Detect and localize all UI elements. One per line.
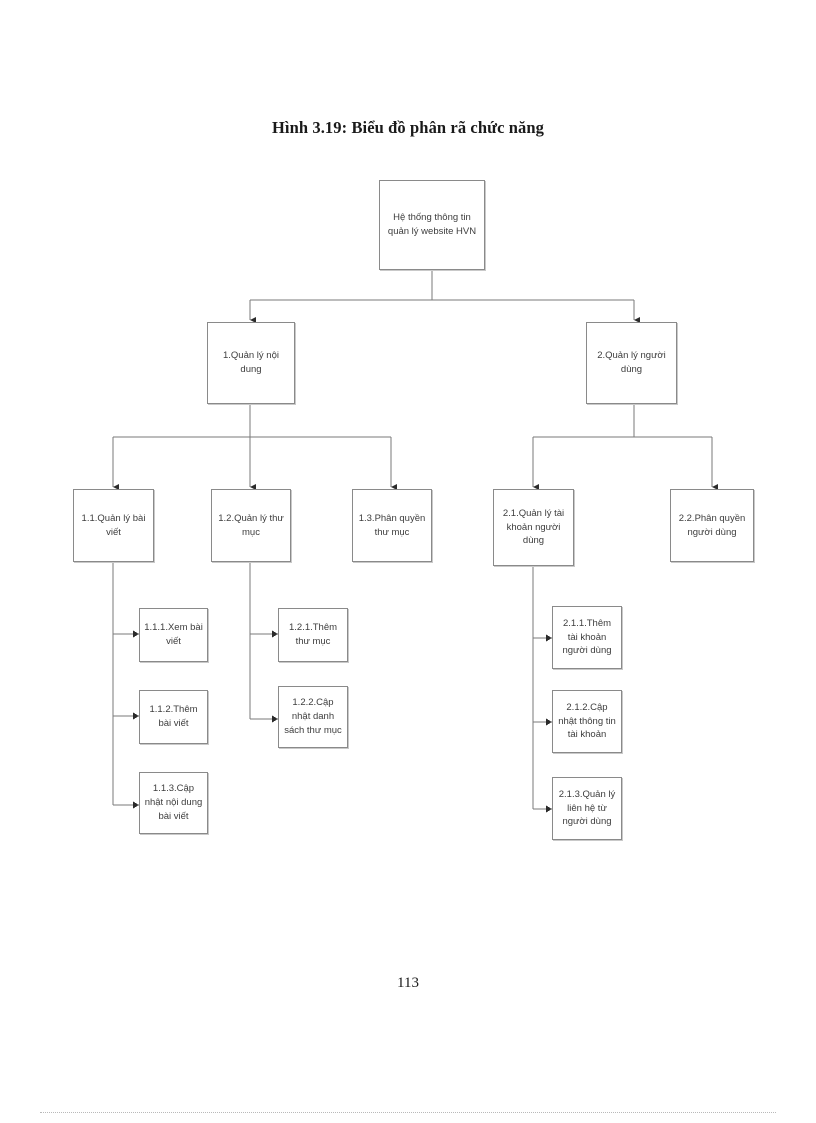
node-1-1-3-cap-nhat-noi-dung-bai-viet[interactable]: 1.1.3.Cập nhật nội dung bài viết [139,772,208,834]
node-2-1-3-label: 2.1.3.Quản lý liên hệ từ người dùng [558,788,616,828]
node-1-3-label: 1.3.Phân quyền thư mục [358,512,426,538]
node-1-label: 1.Quản lý nội dung [223,350,279,375]
node-2-1-2-cap-nhat-thong-tin-tai-khoan[interactable]: 2.1.2.Cập nhật thông tin tài khoản [552,690,622,753]
figure-title: Hình 3.19: Biểu đồ phân rã chức năng [271,118,545,137]
page-number: 113 [397,975,419,991]
node-1-2-label: 1.2.Quản lý thư mục [218,512,284,538]
node-1-1-2-them-bai-viet[interactable]: 1.1.2.Thêm bài viết [139,690,208,744]
node-2-1-quan-ly-tai-khoan-nguoi-dung[interactable]: 2.1.Quản lý tài khoản người dùng [493,489,574,566]
node-2-1-1-label: 2.1.1.Thêm tài khoản người dùng [562,617,612,657]
node-root[interactable]: Hệ thống thông tin quản lý website HVN [379,180,485,270]
node-1-1-2-label: 1.1.2.Thêm bài viết [149,704,198,729]
node-root-label: Hệ thống thông tin quản lý website HVN [387,212,477,237]
node-2-1-1-them-tai-khoan-nguoi-dung[interactable]: 2.1.1.Thêm tài khoản người dùng [552,606,622,669]
node-2-2-label: 2.2.Phân quyền người dùng [678,512,746,538]
node-2-1-3-quan-ly-lien-he-tu-nguoi-dung[interactable]: 2.1.3.Quản lý liên hệ từ người dùng [552,777,622,840]
node-1-1-1-label: 1.1.1.Xem bài viết [144,622,203,647]
node-1-quan-ly-noi-dung[interactable]: 1.Quản lý nội dung [207,322,295,404]
node-1-2-2-label: 1.2.2.Cập nhật danh sách thư mục [284,697,342,736]
node-2-1-2-label: 2.1.2.Cập nhật thông tin tài khoản [558,701,616,741]
node-1-1-label: 1.1.Quản lý bài viết [81,512,146,538]
node-1-1-1-xem-bai-viet[interactable]: 1.1.1.Xem bài viết [139,608,208,662]
node-1-1-3-label: 1.1.3.Cập nhật nội dung bài viết [144,783,203,822]
node-1-2-1-them-thu-muc[interactable]: 1.2.1.Thêm thư mục [278,608,348,662]
node-1-2-1-label: 1.2.1.Thêm thư mục [288,622,338,647]
node-2-label: 2.Quản lý người dùng [597,350,666,375]
node-2-1-label: 2.1.Quản lý tài khoản người dùng [502,507,565,547]
node-2-2-phan-quyen-nguoi-dung[interactable]: 2.2.Phân quyền người dùng [670,489,754,562]
node-1-2-quan-ly-thu-muc[interactable]: 1.2.Quản lý thư mục [211,489,291,562]
node-2-quan-ly-nguoi-dung[interactable]: 2.Quản lý người dùng [586,322,677,404]
node-1-1-quan-ly-bai-viet[interactable]: 1.1.Quản lý bài viết [73,489,154,562]
node-1-3-phan-quyen-thu-muc[interactable]: 1.3.Phân quyền thư mục [352,489,432,562]
node-1-2-2-cap-nhat-danh-sach-thu-muc[interactable]: 1.2.2.Cập nhật danh sách thư mục [278,686,348,748]
page-footer-rule [40,1112,776,1113]
